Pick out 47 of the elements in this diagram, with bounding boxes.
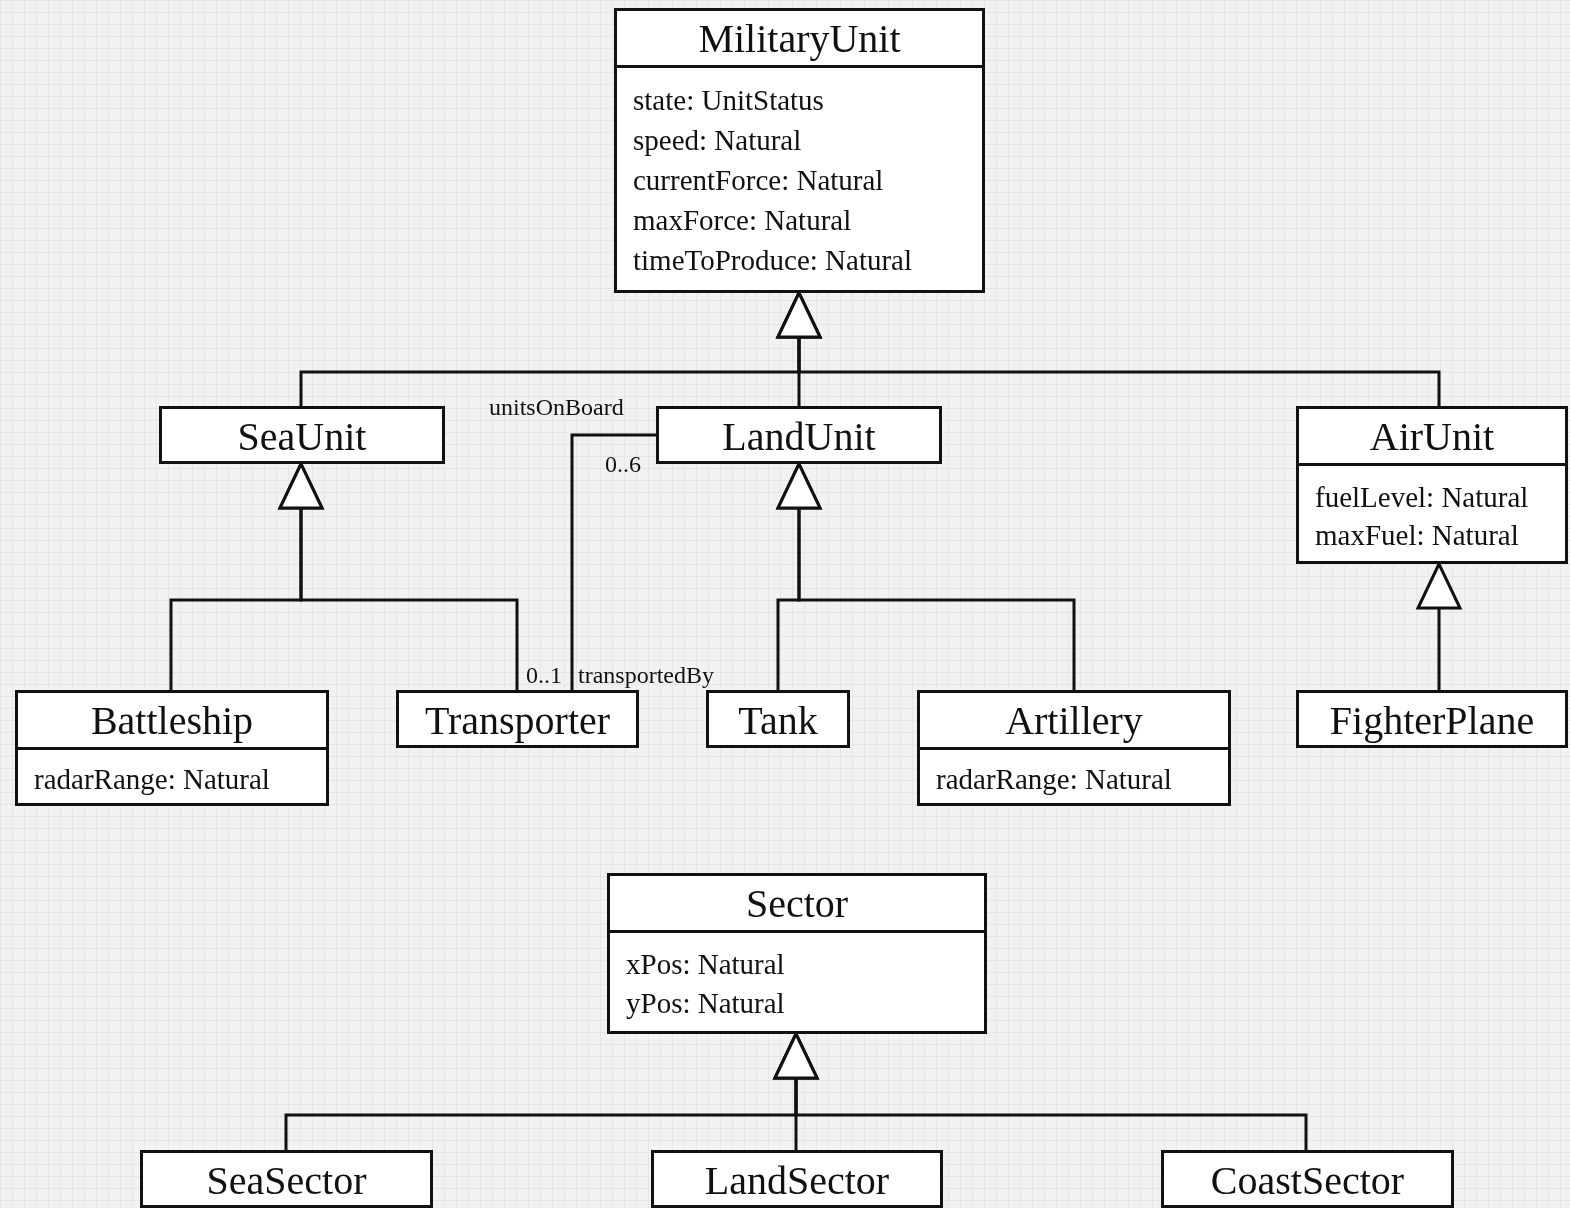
class-name: SeaSector	[205, 1156, 368, 1205]
attribute-text: state: UnitStatus	[633, 83, 825, 118]
attribute-text: fuelLevel: Natural	[1315, 480, 1530, 515]
class-box	[1296, 690, 1568, 748]
class-box	[651, 1150, 943, 1208]
generalization-arrow	[776, 291, 1441, 406]
class-name: MilitaryUnit	[697, 14, 902, 63]
class-name: Sector	[744, 879, 850, 928]
attribute-text: radarRange: Natural	[936, 762, 1173, 796]
class-box	[140, 1150, 433, 1208]
class-name: FighterPlane	[1328, 696, 1536, 745]
multiplicity-label: 0..1	[526, 662, 562, 688]
generalization-arrow	[1416, 562, 1462, 690]
class-name: Tank	[737, 696, 819, 745]
generalization-arrow	[278, 462, 519, 690]
attribute-text: maxForce: Natural	[633, 203, 853, 238]
class-box	[614, 8, 985, 293]
class-name: LandSector	[703, 1156, 891, 1205]
class-name: SeaUnit	[236, 412, 368, 461]
generalization-arrow	[776, 462, 1076, 690]
multiplicity-label: 0..6	[605, 451, 641, 477]
class-box	[607, 873, 987, 1034]
role-name: transportedBy	[578, 662, 714, 688]
attribute-text: speed: Natural	[633, 123, 803, 158]
class-box	[1161, 1150, 1454, 1208]
class-name: LandUnit	[721, 412, 877, 461]
class-box	[917, 690, 1231, 806]
attribute-text: currentForce: Natural	[633, 163, 885, 198]
class-box	[1296, 406, 1568, 564]
attribute-text: timeToProduce: Natural	[633, 243, 914, 278]
role-name: unitsOnBoard	[489, 394, 624, 420]
attribute-text: maxFuel: Natural	[1315, 518, 1520, 553]
class-name: Transporter	[423, 696, 612, 745]
class-box	[159, 406, 445, 464]
class-box	[15, 690, 329, 806]
class-name: AirUnit	[1368, 412, 1496, 461]
generalization-arrow	[773, 1032, 1308, 1150]
attribute-text: yPos: Natural	[626, 986, 786, 1021]
class-name: Battleship	[89, 696, 255, 745]
class-box	[706, 690, 850, 748]
class-box	[656, 406, 942, 464]
class-box	[396, 690, 639, 748]
association-line	[570, 433, 656, 690]
attribute-text: radarRange: Natural	[34, 762, 271, 796]
attribute-text: xPos: Natural	[626, 947, 786, 982]
class-name: Artillery	[1004, 696, 1144, 745]
class-name: CoastSector	[1209, 1156, 1406, 1205]
